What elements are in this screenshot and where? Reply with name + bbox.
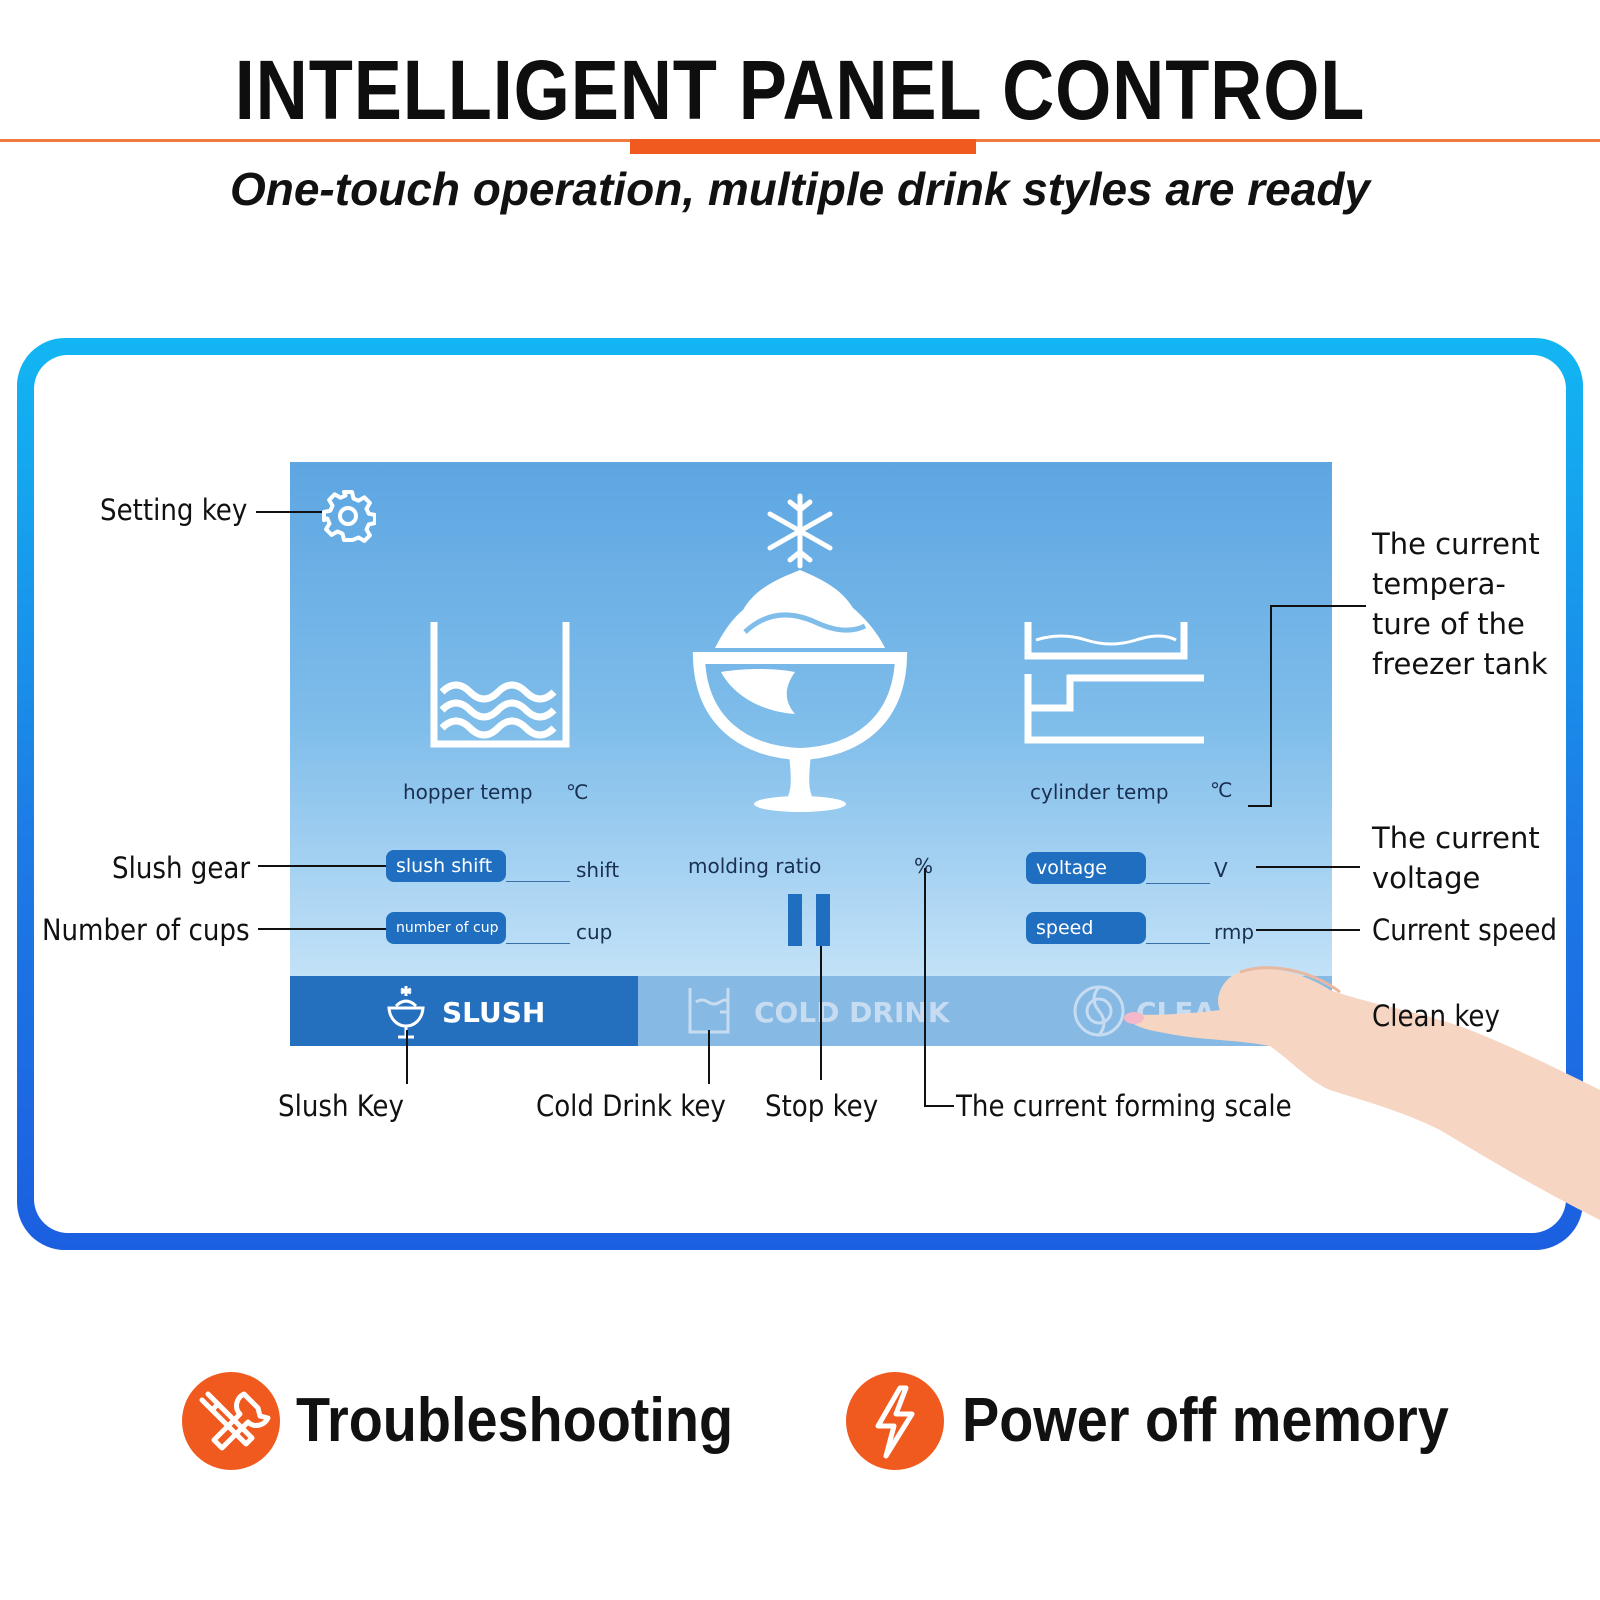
- hopper-temp-unit: ℃: [566, 780, 589, 804]
- control-panel-screen: hopper temp ℃ cylinder temp ℃ slush shif…: [290, 462, 1332, 1046]
- slush-shift-underline: [506, 881, 570, 882]
- speed-unit: rmp: [1214, 920, 1255, 944]
- cylinder-icon: [1024, 622, 1204, 744]
- cold-drink-key-label: Cold Drink key: [536, 1089, 726, 1123]
- freezer-tank-leader-bottom: [1248, 805, 1272, 807]
- page-subtitle: One-touch operation, multiple drink styl…: [229, 163, 1371, 215]
- cold-drink-key-leader: [708, 1030, 710, 1084]
- gear-icon[interactable]: [320, 488, 376, 544]
- speed-button[interactable]: speed: [1026, 912, 1146, 944]
- stop-key-leader: [820, 946, 822, 1080]
- molding-ratio-label: molding ratio: [688, 854, 822, 878]
- setting-key-leader: [256, 511, 322, 513]
- slush-key-label: Slush Key: [278, 1089, 404, 1123]
- lightning-icon: [846, 1372, 944, 1470]
- cold-drink-button-label: COLD DRINK: [754, 996, 950, 1029]
- current-speed-leader: [1256, 929, 1360, 931]
- freezer-tank-line-4: freezer tank: [1372, 647, 1548, 681]
- molding-ratio-unit: %: [914, 854, 934, 878]
- cylinder-temp-label: cylinder temp: [1030, 780, 1169, 804]
- cold-drink-icon: [688, 988, 730, 1034]
- number-of-cup-underline: [506, 943, 570, 944]
- current-speed-label: Current speed: [1372, 913, 1558, 947]
- pause-icon[interactable]: [788, 894, 830, 946]
- number-of-cup-button[interactable]: number of cup: [386, 912, 506, 944]
- number-of-cups-label: Number of cups: [42, 913, 250, 947]
- forming-scale-leader-vertical: [924, 868, 926, 1106]
- clean-key-label: Clean key: [1372, 999, 1500, 1033]
- voltage-callout-line-1: The current: [1372, 821, 1540, 855]
- slush-key-leader: [406, 1030, 408, 1084]
- forming-scale-label: The current forming scale: [956, 1089, 1292, 1123]
- freezer-tank-label: The current tempera- ture of the freezer…: [1372, 524, 1548, 684]
- stop-key-label: Stop key: [765, 1089, 879, 1123]
- pointing-hand-icon: [1124, 966, 1600, 1220]
- clean-icon[interactable]: [1072, 984, 1126, 1038]
- tools-icon: [182, 1372, 280, 1470]
- freezer-tank-leader-vertical: [1270, 605, 1272, 807]
- voltage-callout: The current voltage: [1372, 818, 1540, 898]
- speed-underline: [1146, 943, 1210, 944]
- forming-scale-leader-horizontal: [924, 1105, 954, 1107]
- voltage-underline: [1146, 883, 1210, 884]
- cylinder-temp-unit: ℃: [1210, 778, 1233, 802]
- freezer-tank-line-2: tempera-: [1372, 567, 1506, 601]
- slush-button[interactable]: SLUSH: [290, 976, 638, 1046]
- freezer-tank-line-1: The current: [1372, 527, 1540, 561]
- slush-shift-button[interactable]: slush shift: [386, 850, 506, 882]
- power-off-memory-label: Power off memory: [962, 1386, 1449, 1455]
- freezer-tank-line-3: ture of the: [1372, 607, 1525, 641]
- voltage-button[interactable]: voltage: [1026, 852, 1146, 884]
- voltage-unit: V: [1214, 858, 1228, 882]
- troubleshooting-label: Troubleshooting: [296, 1386, 734, 1455]
- slush-gear-leader: [258, 865, 386, 867]
- voltage-leader: [1256, 866, 1360, 868]
- number-of-cups-leader: [258, 928, 386, 930]
- header-accent-bar: [630, 139, 976, 154]
- slush-cup-icon: [692, 493, 908, 812]
- freezer-tank-leader-top: [1270, 605, 1366, 607]
- slush-shift-unit: shift: [576, 858, 620, 882]
- slush-gear-label: Slush gear: [112, 851, 251, 885]
- setting-key-label: Setting key: [100, 493, 248, 527]
- page-title: INTELLIGENT PANEL CONTROL: [234, 43, 1366, 137]
- number-of-cup-unit: cup: [576, 920, 613, 944]
- hopper-tank-icon: [430, 622, 570, 748]
- slush-button-label: SLUSH: [442, 996, 546, 1029]
- voltage-callout-line-2: voltage: [1372, 861, 1481, 895]
- hopper-temp-label: hopper temp: [403, 780, 533, 804]
